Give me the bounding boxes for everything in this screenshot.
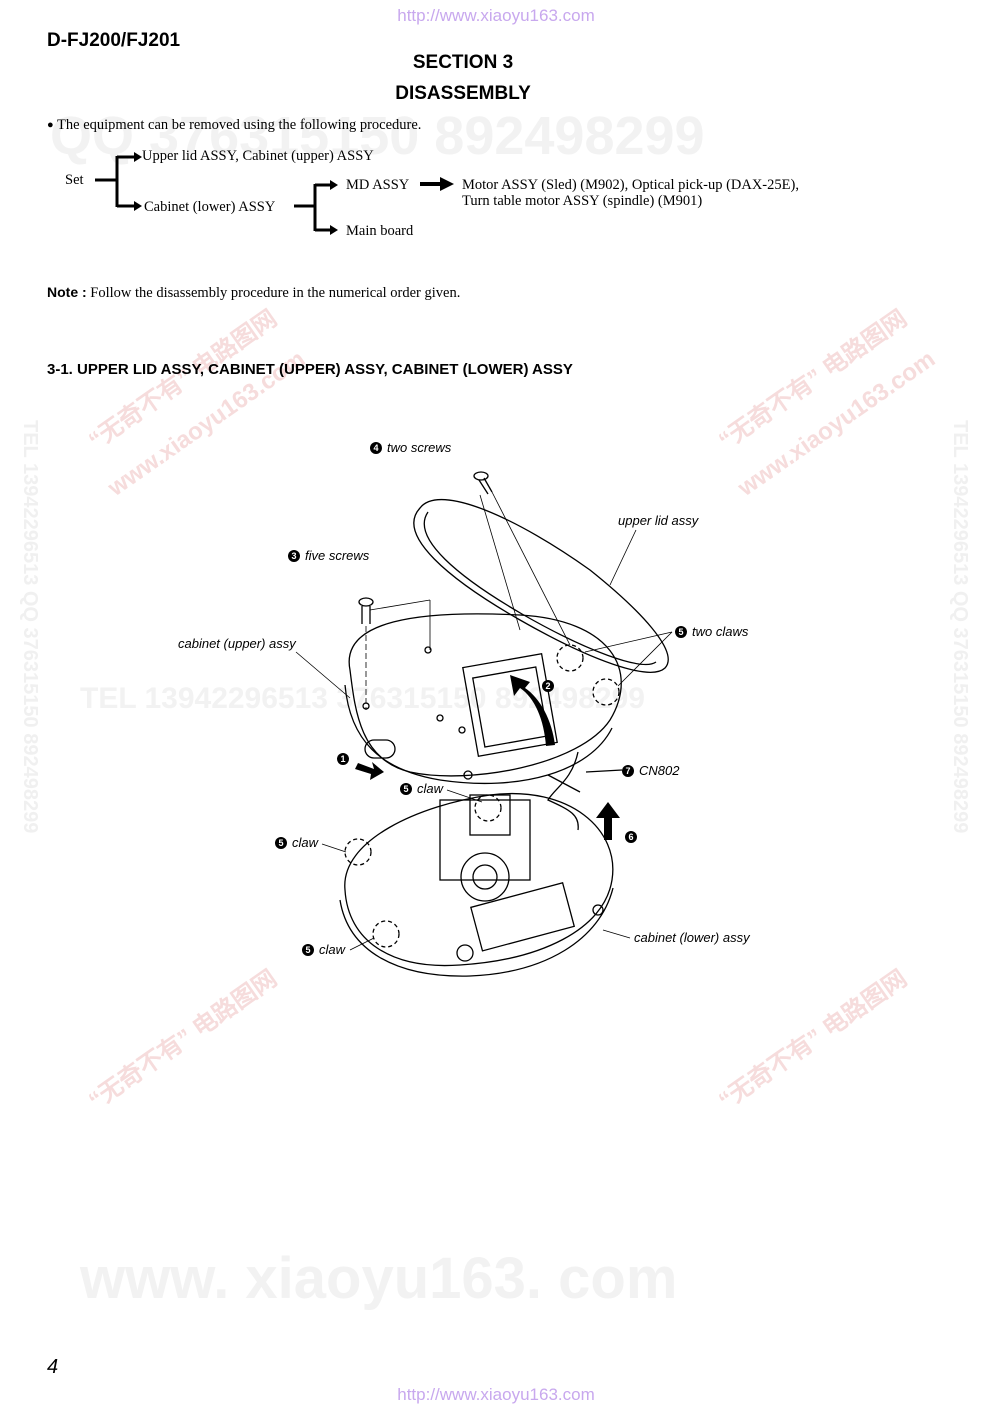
section-number: SECTION 3 [412, 52, 514, 73]
step-5-badge: 5 [400, 783, 412, 795]
cabinet-upper-shape [348, 613, 622, 777]
step-6-badge: 6 [625, 831, 637, 843]
arrow-step1 [355, 762, 384, 780]
source-url-bottom[interactable]: http://www.xiaoyu163.com [397, 1385, 595, 1404]
step-5-badge: 5 [302, 944, 314, 956]
page-number: 4 [47, 1356, 59, 1378]
arrow-step2 [510, 675, 555, 746]
note: Note : Follow the disassembly procedure … [47, 284, 460, 302]
step-1-badge: 1 [337, 753, 349, 765]
subsection-title: 3-1. UPPER LID ASSY, CABINET (UPPER) ASS… [47, 361, 573, 378]
source-url-top[interactable]: http://www.xiaoyu163.com [397, 6, 595, 25]
exploded-view-drawing [295, 471, 673, 977]
cabinet-lower-shape [344, 793, 614, 967]
note-text: Follow the disassembly procedure in the … [90, 285, 461, 301]
upper-lid-shape [413, 499, 669, 673]
label-step-6: 6 [625, 829, 642, 844]
label-upper-lid-assy: upper lid assy [618, 513, 699, 528]
label-step-2: 2 [542, 678, 559, 693]
label-cabinet-lower-assy: cabinet (lower) assy [634, 930, 750, 945]
label-cabinet-upper-assy: cabinet (upper) assy [178, 636, 296, 651]
flow-main-board: Main board [346, 223, 414, 239]
procedure-flow-arrows [95, 152, 454, 235]
flow-motor-line2: Turn table motor ASSY (spindle) (M901) [462, 193, 703, 209]
flow-motor-line1: Motor ASSY (Sled) (M902), Optical pick-u… [462, 177, 799, 193]
flow-set: Set [65, 172, 84, 188]
watermark-side-left: TEL 13942296513 QQ 376315150 892498299 [19, 420, 41, 834]
intro-line: ● The equipment can be removed using the… [47, 117, 421, 134]
flow-cabinet-lower: Cabinet (lower) ASSY [144, 199, 276, 215]
flow-upper-lid: Upper lid ASSY, Cabinet (upper) ASSY [142, 148, 374, 164]
two-screws-shape [473, 471, 571, 646]
step-5-badge: 5 [275, 837, 287, 849]
md-mechanism-shape [439, 799, 531, 881]
arrow-step6 [596, 802, 620, 840]
section-title: DISASSEMBLY [395, 83, 531, 104]
watermark-side-right: TEL 13942296513 QQ 376315150 892498299 [949, 420, 971, 834]
watermark-site-big: www. xiaoyu163. com [80, 1246, 678, 1311]
step-5-badge: 5 [675, 626, 687, 638]
intro-text: The equipment can be removed using the f… [57, 117, 422, 133]
note-label: Note : [47, 284, 87, 300]
step-3-badge: 3 [288, 550, 300, 562]
watermark-phone-top: QQ 376315150 892498299 [50, 106, 705, 166]
step-2-badge: 2 [542, 680, 554, 692]
label-step-1: 1 [337, 751, 354, 766]
step-4-badge: 4 [370, 442, 382, 454]
model-number: D-FJ200/FJ201 [47, 30, 181, 51]
flow-md-assy: MD ASSY [346, 177, 410, 193]
five-screws-shape [358, 597, 431, 710]
step-7-badge: 7 [622, 765, 634, 777]
bullet-icon: ● [47, 119, 54, 131]
